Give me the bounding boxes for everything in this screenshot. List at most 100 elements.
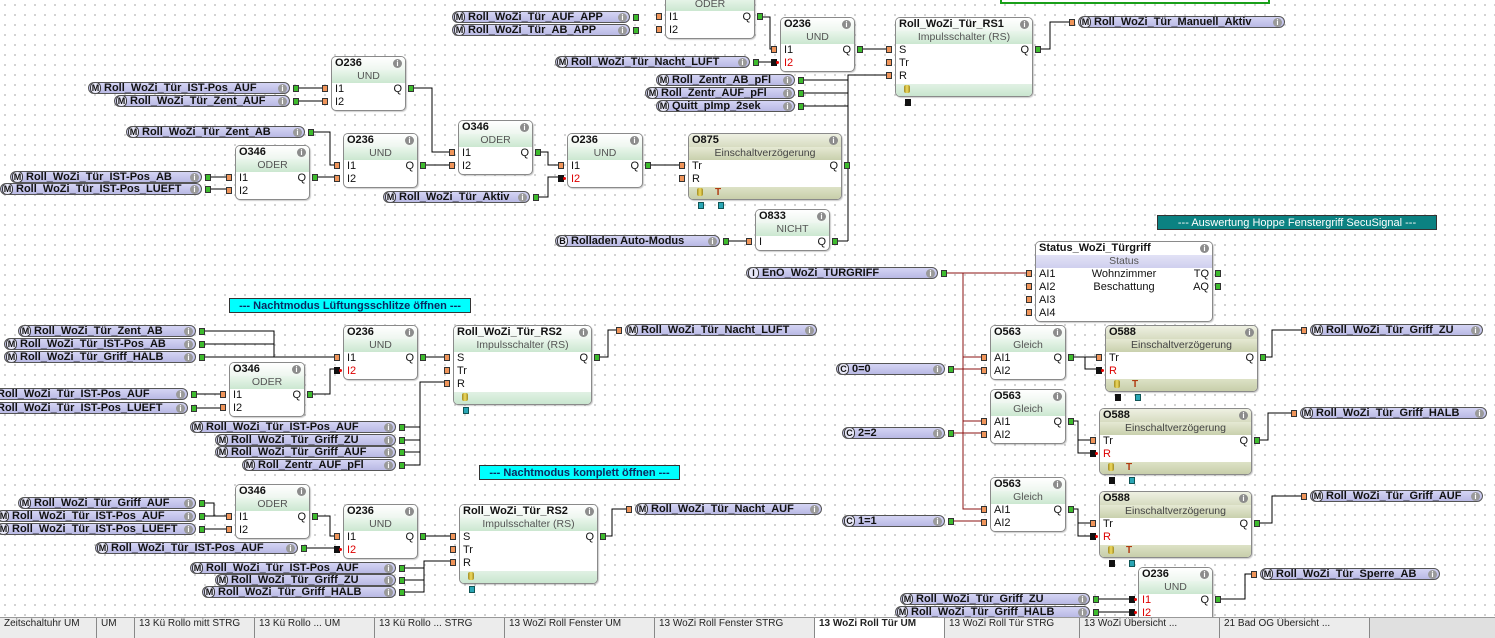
output-connector[interactable]: [420, 533, 426, 540]
input-connector[interactable]: [886, 72, 892, 79]
tab-page[interactable]: 13 Kü Rollo ... UM: [255, 618, 375, 638]
input-connector[interactable]: [334, 162, 340, 169]
input-connector[interactable]: [334, 546, 342, 553]
comment-box-green[interactable]: [1000, 0, 1270, 4]
tab-scrollbar[interactable]: [1370, 618, 1495, 638]
info-icon[interactable]: i: [184, 327, 193, 336]
input-connector[interactable]: [771, 59, 779, 66]
wire[interactable]: [600, 329, 616, 358]
info-icon[interactable]: i: [1200, 570, 1209, 579]
output-connector[interactable]: [941, 269, 947, 277]
input-connector[interactable]: [1129, 596, 1137, 603]
output-connector[interactable]: [723, 237, 729, 245]
input-connector[interactable]: [656, 26, 662, 33]
info-icon[interactable]: i: [618, 26, 627, 35]
output-connector[interactable]: [312, 513, 318, 520]
output-connector[interactable]: [594, 354, 600, 361]
output-connector[interactable]: [199, 353, 205, 361]
input-connector[interactable]: [1096, 354, 1102, 361]
wire[interactable]: [1041, 21, 1071, 50]
input-connector[interactable]: [679, 162, 685, 169]
info-icon[interactable]: i: [810, 505, 819, 514]
info-icon[interactable]: i: [1273, 18, 1282, 27]
output-connector[interactable]: [307, 391, 313, 398]
info-icon[interactable]: i: [585, 507, 594, 516]
info-icon[interactable]: i: [783, 102, 792, 111]
info-icon[interactable]: i: [297, 148, 306, 157]
input-connector[interactable]: [449, 162, 455, 169]
output-connector[interactable]: [1093, 608, 1099, 616]
info-icon[interactable]: i: [190, 185, 199, 194]
info-icon[interactable]: i: [738, 58, 747, 67]
comment-nachtmodus-komplett[interactable]: --- Nachtmodus komplett öffnen ---: [479, 465, 680, 480]
info-icon[interactable]: i: [405, 507, 414, 516]
info-icon[interactable]: i: [1078, 595, 1087, 604]
input-connector[interactable]: [226, 526, 232, 533]
input-connector[interactable]: [886, 59, 892, 66]
wire[interactable]: [1266, 329, 1301, 358]
info-icon[interactable]: i: [1200, 244, 1209, 253]
output-connector[interactable]: [1068, 418, 1074, 425]
wire[interactable]: [541, 151, 559, 166]
input-connector[interactable]: [981, 367, 987, 374]
info-icon[interactable]: i: [278, 97, 287, 106]
input-connector[interactable]: [450, 533, 456, 540]
info-icon[interactable]: i: [1053, 480, 1062, 489]
timer-parameter-connector[interactable]: [1129, 477, 1135, 484]
input-connector[interactable]: [450, 559, 456, 566]
info-icon[interactable]: i: [1053, 392, 1062, 401]
input-connector[interactable]: [1096, 367, 1104, 374]
output-connector[interactable]: [1068, 506, 1074, 513]
tab-page[interactable]: 13 WoZi Übersicht ...: [1080, 618, 1220, 638]
output-connector[interactable]: [420, 354, 426, 361]
output-connector[interactable]: [832, 238, 838, 245]
tab-page[interactable]: Zeitschaltuhr UM: [0, 618, 97, 638]
wire[interactable]: [1260, 495, 1301, 524]
output-connector[interactable]: [399, 423, 405, 431]
info-icon[interactable]: i: [618, 13, 627, 22]
output-connector[interactable]: [199, 525, 205, 533]
input-connector[interactable]: [1026, 309, 1032, 316]
output-connector[interactable]: [1068, 354, 1074, 361]
tab-page[interactable]: 13 WoZi Roll Fenster STRG: [655, 618, 815, 638]
info-icon[interactable]: i: [708, 237, 717, 246]
output-connector[interactable]: [191, 404, 197, 412]
output-connector[interactable]: [199, 512, 205, 520]
parameter-connector[interactable]: [1109, 560, 1115, 567]
info-icon[interactable]: i: [297, 487, 306, 496]
info-icon[interactable]: i: [184, 353, 193, 362]
input-connector[interactable]: [226, 187, 232, 194]
info-icon[interactable]: i: [384, 564, 393, 573]
input-connector[interactable]: [334, 175, 340, 182]
info-icon[interactable]: i: [1471, 492, 1480, 501]
parameter-connector[interactable]: [1115, 394, 1121, 401]
timer-parameter-connector[interactable]: [1135, 394, 1141, 401]
info-icon[interactable]: i: [842, 20, 851, 29]
output-connector[interactable]: [399, 576, 405, 584]
output-connector[interactable]: [1215, 270, 1221, 277]
input-connector[interactable]: [1026, 283, 1032, 290]
output-connector[interactable]: [399, 436, 405, 444]
input-connector[interactable]: [1301, 492, 1307, 500]
input-connector[interactable]: [558, 175, 566, 182]
input-connector[interactable]: [1301, 326, 1307, 334]
info-icon[interactable]: i: [933, 517, 942, 526]
output-connector[interactable]: [205, 185, 211, 193]
parameter-connector[interactable]: [905, 99, 911, 106]
